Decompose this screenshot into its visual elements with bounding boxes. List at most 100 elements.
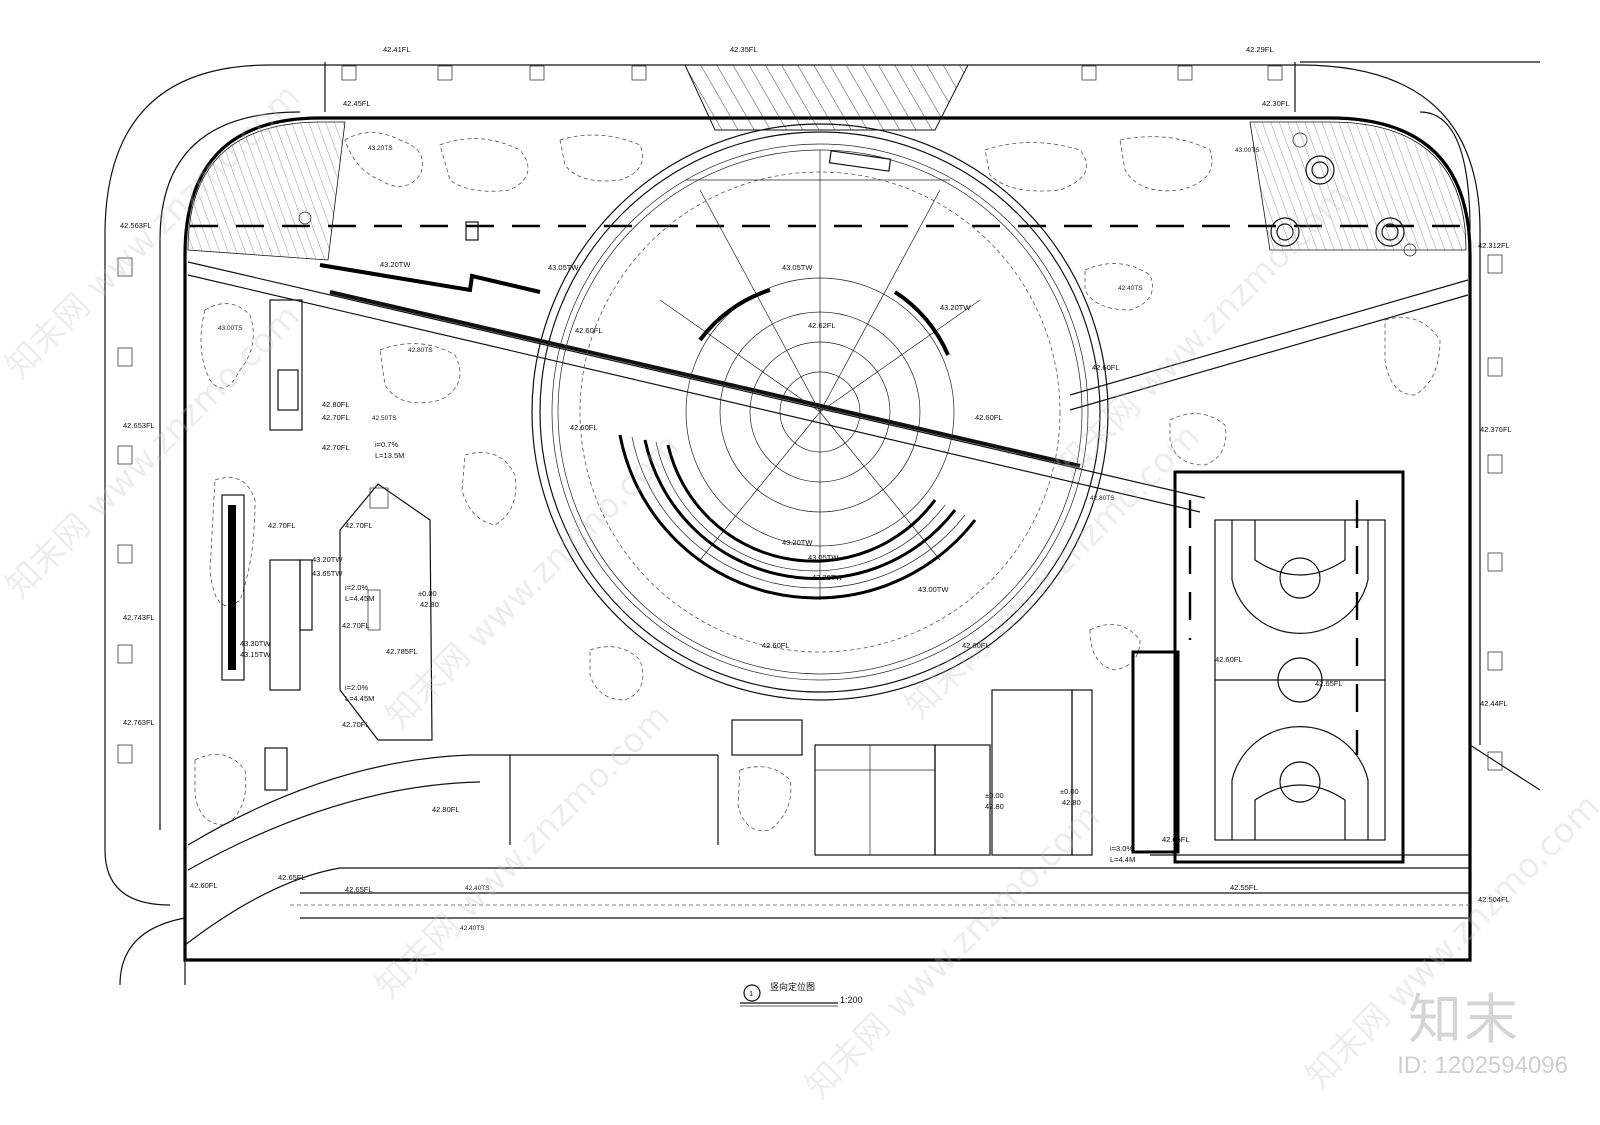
ts-d: 42.50TS [372,415,397,422]
slope-2: i=2.0% [345,583,368,592]
ts-g: 43.00TS [1235,147,1260,154]
slope-4-len: L=4.4M [1110,855,1135,864]
elev-stage-tw2: 43.20TW [940,303,971,312]
wall-4: 43.65TW [312,569,343,578]
plan-number: 1 [749,989,753,998]
elev-left-1: 42.563FL [120,221,152,230]
brand-logo: 知末 [1408,988,1520,1051]
fl-f: 42.70FL [342,621,370,630]
slope-3-len: L=4.45M [345,694,374,703]
path-4: 42.40TS [465,885,490,892]
diagonal-promenade [187,261,1469,513]
south-buildings [731,689,1093,856]
elev-circle-center: 42.62FL [808,321,836,330]
elev-seat-1: 43.20TW [782,538,813,547]
elev-right-1: 42.312FL [1478,241,1510,250]
path-3: 42.65FL [345,885,373,894]
elev-top-mid: 42.35FL [730,45,758,54]
parking-bays-right [1487,254,1503,771]
slope-1-len: L=13.5M [375,451,404,460]
west-building [339,483,433,741]
wall-3: 43.20TW [312,555,343,564]
elev-stage-tw1: 43.05TW [782,263,813,272]
ts-e: 42.40TS [1118,285,1143,292]
site-boundary [183,116,1472,962]
path-5: 42.40TS [460,925,485,932]
bldg-1-fl: 42.785FL [386,647,418,656]
elev-ring-ne: 42.60FL [975,413,1003,422]
plan-title: 1 竖向定位图 1:200 [740,981,863,1007]
court-se: 42.55FL [1230,883,1258,892]
bldg-2-zero: ±0.00 [985,791,1004,800]
elev-circle-e: 42.60FL [1092,363,1120,372]
wall-2: 43.15TW [240,650,271,659]
wall-1: 43.30TW [240,639,271,648]
image-id: ID: 1202594096 [1397,1052,1568,1079]
bldg-1-elev: 42.80 [420,600,439,609]
elev-ring-sw: 42.60FL [962,641,990,650]
elevation-labels: 42.41FL 42.35FL 42.29FL 42.45FL 42.30FL … [120,45,1512,932]
slope-2-len: L=4.45M [345,594,374,603]
north-fixture [465,221,479,241]
bldg-3-zero: ±0.00 [1060,787,1079,796]
elev-gate-right: 42.30FL [1262,99,1290,108]
west-retaining-wall [221,299,313,791]
circular-plaza [531,123,1109,701]
court-sw: 42.65FL [1162,835,1190,844]
fl-g: 42.70FL [342,720,370,729]
fl-b: 42.70FL [322,443,350,452]
elev-left-3: 42.743FL [123,613,155,622]
watermark-3: 知末网 www.znzmo.com [378,427,688,737]
bldg-1-zero: ±0.00 [418,589,437,598]
plan-title-text: 竖向定位图 [770,981,815,992]
stage-arcs [618,150,977,600]
basketball-court [1131,470,1405,864]
slope-1: i=0.7% [375,440,398,449]
north-wall [319,263,541,294]
slope-3: i=2.0% [345,683,368,692]
elev-seat-3: 43.30TW [812,573,843,582]
elev-circle-s: 42.60FL [762,641,790,650]
elev-left-5: 42.60FL [190,881,218,890]
elev-top-left: 42.41FL [383,45,411,54]
elev-seat-2: 43.05TW [808,553,839,562]
elev-right-4: 42.504FL [1478,895,1510,904]
watermark-6: 知末网 www.znzmo.com [798,797,1108,1107]
entrance-hatch [684,64,969,131]
elev-stage-tw3: 43.05TW [548,263,579,272]
elev-right-3: 42.44FL [1480,699,1508,708]
elev-ring-nw: 42.60FL [570,423,598,432]
slope-4: i=3.0% [1110,844,1133,853]
ts-c: 43.20TS [368,145,393,152]
wall-5: 43.20TW [380,260,411,269]
watermark-8: 知末网 www.znzmo.com [1048,177,1358,487]
parking-bays-left [117,257,133,764]
ts-a: 42.80TS [408,347,433,354]
south-road [184,744,1541,985]
court-edge: 42.60FL [1215,655,1243,664]
plaza-ne-hatch [1249,121,1467,251]
fl-e: 42.80FL [322,400,350,409]
plan-scale: 1:200 [840,995,863,1005]
elev-top-right: 42.29FL [1246,45,1274,54]
ts-f: 42.80TS [1090,495,1115,502]
elev-gate-left: 42.45FL [343,99,371,108]
elev-circle-w: 42.60FL [575,326,603,335]
bldg-2-elev: 42.80 [985,802,1004,811]
trees [298,132,1417,257]
path-1: 42.80FL [432,805,460,814]
elev-seat-4: 43.00TW [918,585,949,594]
elev-left-4: 42.763FL [123,718,155,727]
landscape-contours [194,132,1441,832]
fl-c: 42.70FL [268,521,296,530]
elev-left-2: 42.653FL [123,421,155,430]
ts-b: 43.00TS [218,325,243,332]
fl-a: 42.70FL [322,413,350,422]
court-center: 42.65FL [1315,679,1343,688]
bldg-3-elev: 42.80 [1062,798,1081,807]
parking-bays-top [341,65,1283,81]
fl-d: 42.70FL [345,521,373,530]
path-2: 42.65FL [278,873,306,882]
elev-right-2: 42.376FL [1480,425,1512,434]
